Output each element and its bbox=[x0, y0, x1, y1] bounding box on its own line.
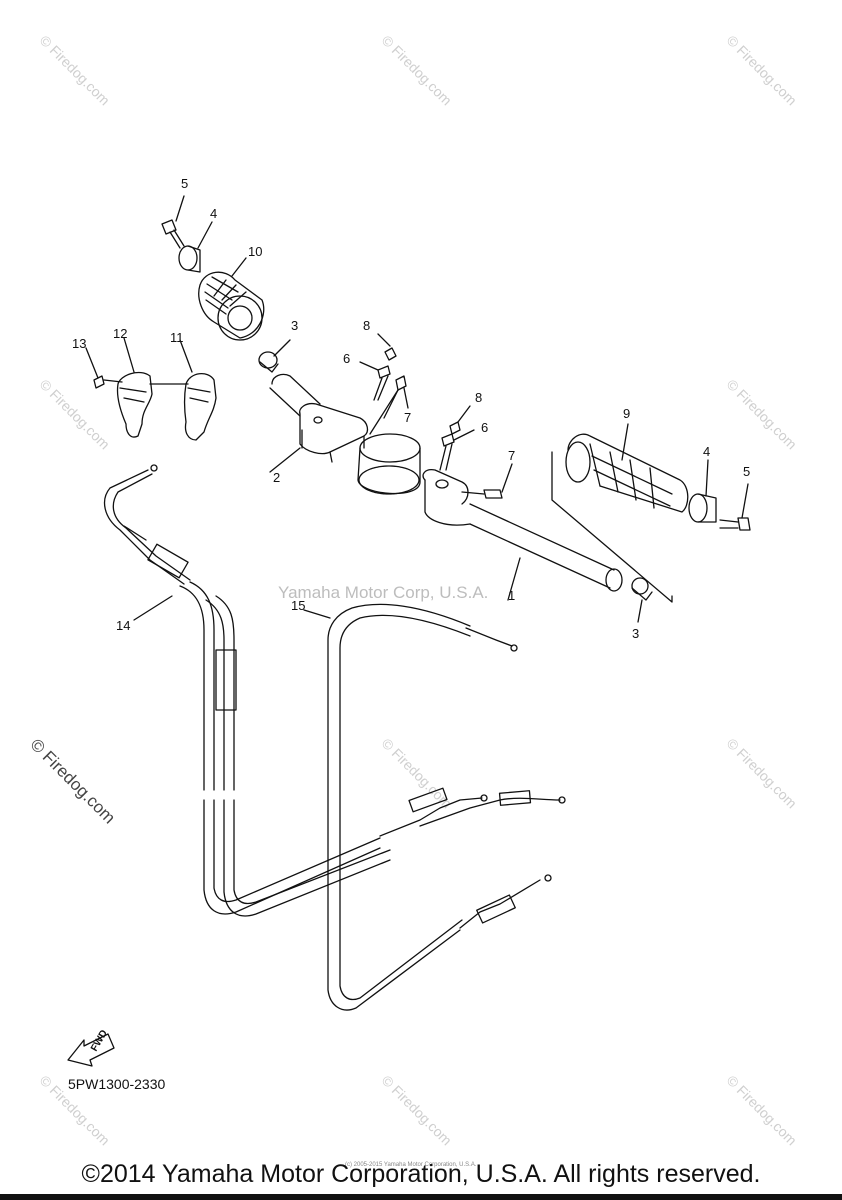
handlebar-part-2 bbox=[269, 373, 369, 473]
bottom-border bbox=[0, 1194, 842, 1200]
cable-end-fittings bbox=[379, 787, 566, 929]
callout-13: 13 bbox=[72, 336, 86, 351]
forward-arrow-icon bbox=[67, 1033, 115, 1067]
callout-11: 11 bbox=[170, 330, 184, 345]
callout-4-right: 4 bbox=[703, 444, 710, 459]
callout-15: 15 bbox=[291, 598, 305, 613]
callout-14: 14 bbox=[116, 618, 130, 633]
callout-5-top: 5 bbox=[181, 176, 188, 191]
copyright-notice: ©2014 Yamaha Motor Corporation, U.S.A. A… bbox=[81, 1160, 761, 1188]
callout-12: 12 bbox=[113, 326, 127, 341]
callout-1: 1 bbox=[508, 588, 515, 603]
callout-6-top: 6 bbox=[343, 351, 350, 366]
end-weight-part-4-right bbox=[688, 459, 717, 523]
callout-9: 9 bbox=[623, 406, 630, 421]
upper-clamp-bolts bbox=[359, 333, 409, 435]
callout-3-top: 3 bbox=[291, 318, 298, 333]
callout-8-top: 8 bbox=[363, 318, 370, 333]
grip-part-9 bbox=[551, 423, 689, 603]
handlebar-part-1 bbox=[422, 469, 623, 601]
diagram-reference-code: 5PW1300-2330 bbox=[68, 1076, 166, 1092]
bolt-part-5-right bbox=[719, 483, 751, 531]
callout-3-right: 3 bbox=[632, 626, 639, 641]
callout-2: 2 bbox=[273, 470, 280, 485]
callout-8-right: 8 bbox=[475, 390, 482, 405]
callout-7-top: 7 bbox=[404, 410, 411, 425]
callout-5-right: 5 bbox=[743, 464, 750, 479]
callout-4-top: 4 bbox=[210, 206, 217, 221]
throttle-cables-part-14 bbox=[103, 464, 391, 917]
cable-part-15 bbox=[303, 603, 518, 1011]
end-weight-part-4-top bbox=[178, 221, 213, 273]
fwd-label: FWD bbox=[89, 1028, 110, 1053]
grip-ring bbox=[357, 433, 421, 495]
bushing-part-3-right bbox=[631, 577, 653, 623]
right-clamp-bolts bbox=[439, 405, 513, 499]
bushing-part-3-top bbox=[258, 339, 291, 373]
throttle-grip-part-10 bbox=[198, 257, 265, 341]
small-copyright-note: (c) 2005-2015 Yamaha Motor Corporation, … bbox=[345, 1162, 477, 1168]
callout-10: 10 bbox=[248, 244, 262, 259]
center-watermark: Yamaha Motor Corp, U.S.A. bbox=[278, 583, 489, 602]
callout-6-right: 6 bbox=[481, 420, 488, 435]
callout-7-right: 7 bbox=[508, 448, 515, 463]
bolt-part-5-top bbox=[161, 195, 185, 249]
switch-housing-parts-11-12-13 bbox=[85, 337, 217, 441]
